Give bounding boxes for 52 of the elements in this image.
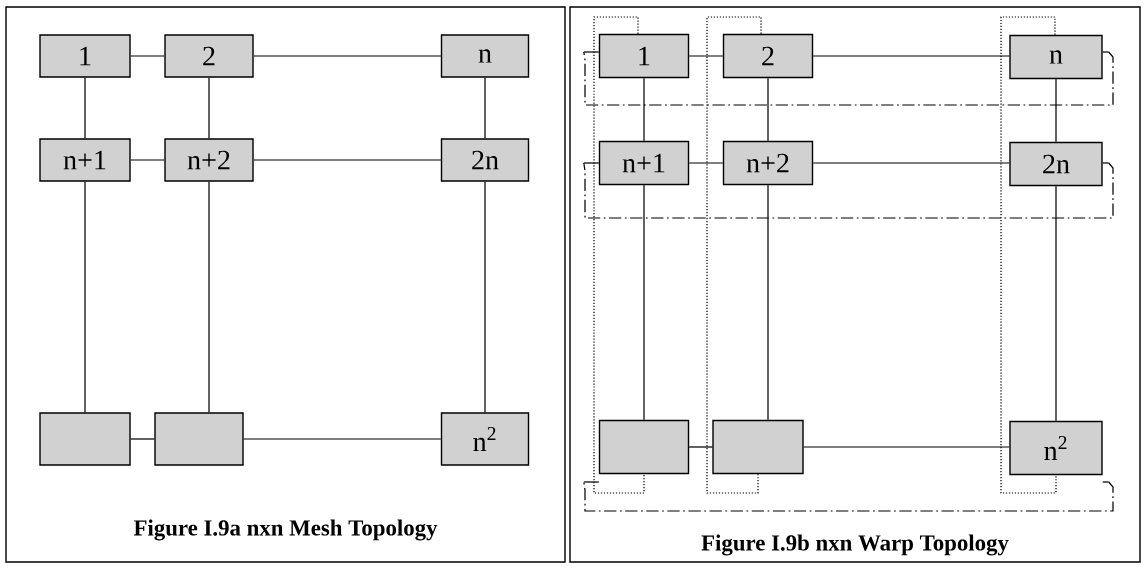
node-box: n+2 <box>164 138 254 182</box>
node-box <box>154 412 244 466</box>
link-line <box>130 438 155 440</box>
link-line <box>812 55 1010 57</box>
link-line <box>243 438 442 440</box>
node-box: n <box>1009 34 1103 80</box>
link-line <box>643 77 645 142</box>
link-line <box>1055 78 1057 143</box>
wrap-link <box>1000 16 1057 494</box>
link-line <box>84 181 86 413</box>
link-line <box>1055 185 1057 422</box>
node-box: n+2 <box>722 140 814 186</box>
link-line <box>688 446 713 448</box>
link-line <box>253 159 442 161</box>
figure-caption: Figure I.9b nxn Warp Topology <box>701 534 1009 556</box>
link-line <box>812 162 1010 164</box>
link-line <box>484 181 486 413</box>
node-box: 2 <box>722 33 814 79</box>
node-box: n$^{2}$ <box>1009 420 1103 476</box>
wrap-link <box>706 16 762 494</box>
node-box <box>712 419 804 475</box>
panel-frame <box>569 6 1141 563</box>
node-box: 1 <box>598 33 690 79</box>
node-box: n+1 <box>598 140 690 186</box>
link-line <box>208 181 210 413</box>
link-line <box>84 77 86 139</box>
wrap-link <box>583 51 1114 106</box>
node-box: n$^{2}$ <box>440 412 530 466</box>
link-line <box>767 184 769 421</box>
link-line <box>643 184 645 421</box>
node-box <box>598 419 690 475</box>
node-box: 1 <box>39 34 131 78</box>
panel-frame <box>5 6 566 563</box>
link-line <box>484 77 486 139</box>
link-line <box>803 446 1010 448</box>
node-box: 2n <box>440 138 530 182</box>
node-box: 2n <box>1009 141 1103 187</box>
wrap-link <box>583 162 1114 219</box>
figure-caption: Figure I.9a nxn Mesh Topology <box>133 519 438 541</box>
node-box: 2 <box>164 34 254 78</box>
wrap-link <box>583 481 1114 512</box>
link-line <box>767 77 769 142</box>
link-line <box>130 159 165 161</box>
wrap-link <box>593 16 645 494</box>
node-box: n <box>440 34 530 78</box>
link-line <box>688 162 724 164</box>
link-line <box>253 55 442 57</box>
node-box: n+1 <box>39 138 131 182</box>
link-line <box>130 55 165 57</box>
node-box <box>39 412 131 466</box>
link-line <box>208 77 210 139</box>
link-line <box>688 55 724 57</box>
